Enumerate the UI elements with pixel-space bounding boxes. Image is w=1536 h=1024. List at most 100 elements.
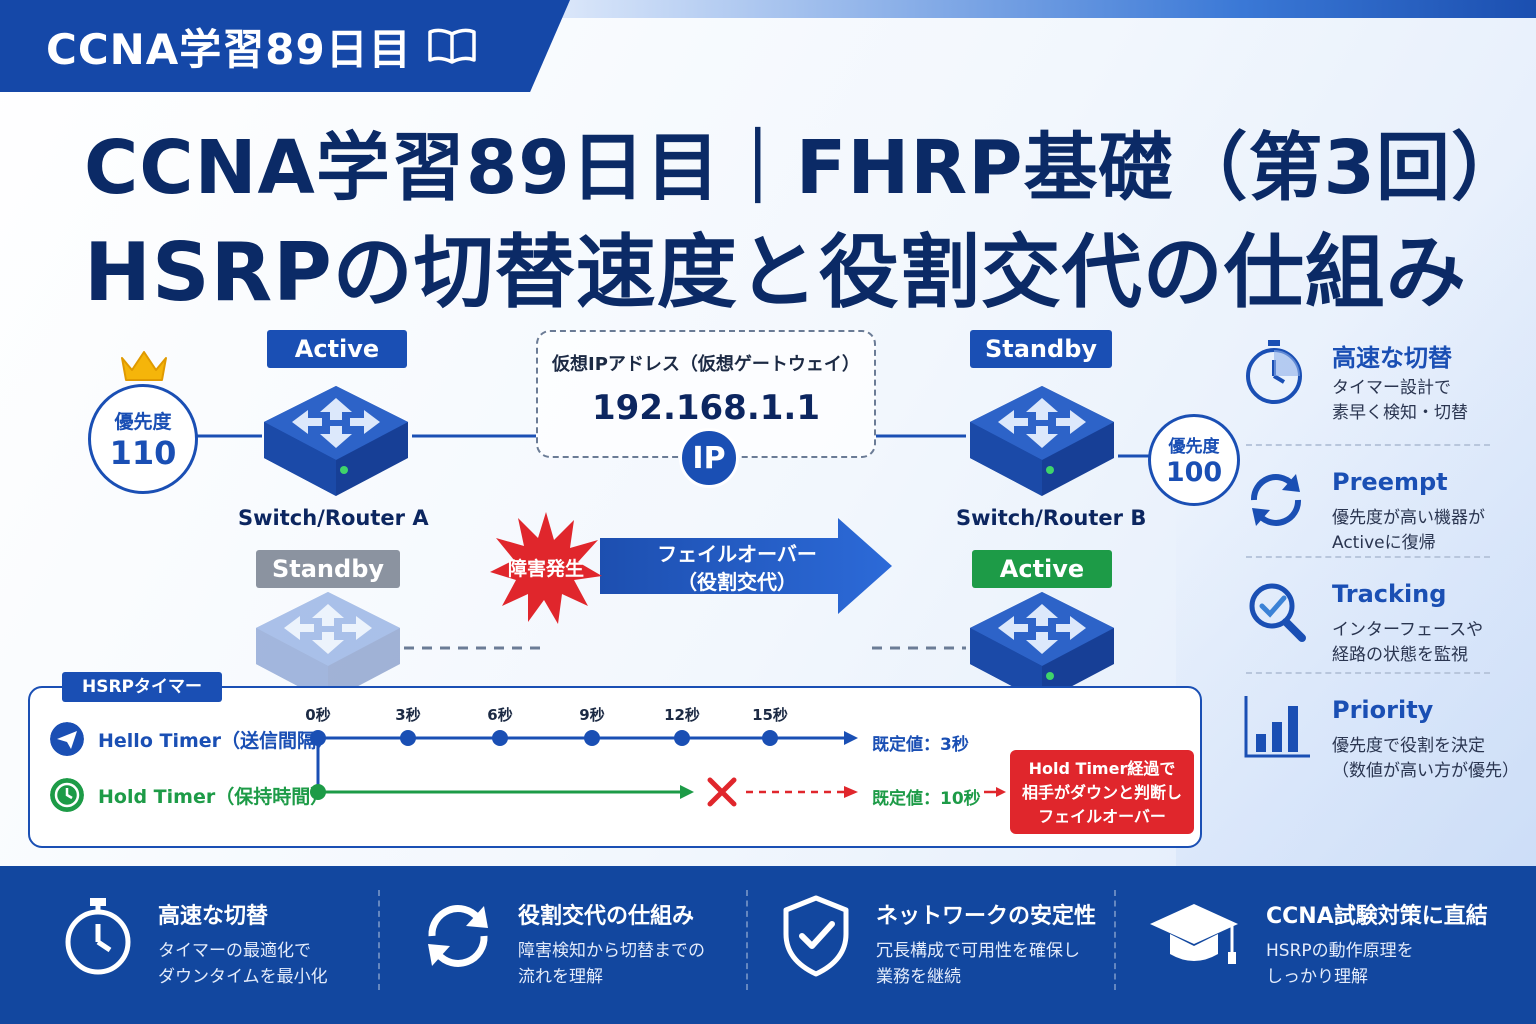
tick-label: 0秒 [305, 706, 331, 724]
feature-priority: Priority 優先度で役割を決定 （数値が高い方が優先） [1240, 692, 1519, 802]
top-accent-band [560, 0, 1536, 18]
clock-icon [50, 778, 84, 812]
footer-desc: 障害検知から切替までの 流れを理解 [518, 938, 705, 990]
failover-text: フェイルオーバー （役割交代） [632, 540, 842, 596]
feature-separator [1246, 556, 1490, 558]
priority-value: 110 [109, 433, 177, 472]
footer-desc-line2: 業務を継続 [876, 967, 961, 987]
page-title-line1: CCNA学習89日目｜FHRP基礎（第3回） [84, 125, 1526, 211]
footer: 高速な切替 タイマーの最適化で ダウンタイムを最小化 役割交代の仕組み 障害検知… [0, 866, 1536, 1024]
tick-label: 9秒 [579, 706, 605, 724]
router-a-label: Switch/Router A [238, 506, 429, 530]
timer-tag: HSRPタイマー [62, 672, 223, 702]
footer-title: 役割交代の仕組み [518, 904, 695, 929]
router-b-icon [962, 378, 1122, 504]
footer-title: CCNA試験対策に直結 [1266, 904, 1488, 929]
feature-desc-line2: 素早く検知・切替 [1332, 403, 1468, 423]
header-tag-text: CCNA学習89日目 [46, 24, 412, 74]
result-line1: Hold Timer経過で [1028, 759, 1176, 778]
footer-separator [1114, 890, 1116, 990]
book-icon [428, 28, 476, 64]
footer-title: ネットワークの安定性 [876, 904, 1097, 929]
hold-timer-label: Hold Timer（保持時間） [98, 786, 330, 808]
hello-timer-label: Hello Timer（送信間隔） [98, 730, 336, 752]
feature-fast-switch: 高速な切替 タイマー設計で 素早く検知・切替 [1240, 334, 1510, 444]
failover-arrow [600, 518, 892, 614]
feature-title: Tracking [1332, 580, 1447, 608]
virtual-ip-address: 192.168.1.1 [591, 388, 820, 428]
feature-title: Preempt [1332, 468, 1448, 496]
priority-value: 100 [1165, 457, 1223, 488]
magnifier-check-icon [1249, 583, 1306, 642]
crown-icon [121, 351, 167, 381]
failure-label: 障害発生 [507, 558, 584, 580]
feature-desc-line2: Activeに復帰 [1332, 533, 1436, 553]
refresh-icon [428, 905, 488, 967]
router-a-after-role-badge: Standby [256, 550, 400, 588]
footer-separator [378, 890, 380, 990]
footer-desc-line2: ダウンタイムを最小化 [158, 967, 328, 987]
feature-desc-line2: （数値が高い方が優先） [1332, 761, 1519, 781]
result-line2: 相手がダウンと判断し [1021, 783, 1182, 802]
hello-default: 既定値：3秒 [872, 735, 969, 755]
router-a-standby-icon [248, 584, 408, 710]
footer-desc-line2: しっかり理解 [1266, 967, 1368, 987]
footer-desc: HSRPの動作原理を しっかり理解 [1266, 938, 1414, 990]
priority-label: 優先度 [1168, 437, 1220, 457]
footer-desc-line1: 冗長構成で可用性を確保し [876, 941, 1080, 961]
feature-desc-line2: 経路の状態を監視 [1332, 645, 1468, 665]
footer-desc-line1: HSRPの動作原理を [1266, 941, 1414, 961]
feature-desc: タイマー設計で 素早く検知・切替 [1332, 376, 1468, 426]
router-b-active-icon [962, 584, 1122, 710]
router-a-priority: 優先度 110 [88, 384, 198, 494]
feature-title: Priority [1332, 696, 1434, 724]
virtual-ip-label: 仮想IPアドレス（仮想ゲートウェイ） [552, 354, 860, 375]
feature-title: 高速な切替 [1332, 344, 1452, 372]
shield-check-icon [783, 895, 849, 977]
router-b-role-badge: Standby [970, 330, 1112, 368]
stopwatch-icon [65, 898, 131, 975]
ip-badge: IP [679, 428, 739, 488]
footer-desc-line1: 障害検知から切替までの [518, 941, 705, 961]
refresh-icon [1251, 474, 1301, 526]
bar-chart-icon [1244, 696, 1310, 758]
feature-separator [1246, 444, 1490, 446]
router-b-label: Switch/Router B [956, 506, 1147, 530]
tick-label: 15秒 [752, 706, 788, 724]
tick-label: 6秒 [487, 706, 513, 724]
failover-line2: （役割交代） [677, 570, 797, 594]
footer-desc-line1: タイマーの最適化で [158, 941, 311, 961]
send-icon [50, 722, 84, 756]
router-b-after-role-badge: Active [972, 550, 1112, 588]
timer-panel [28, 686, 1202, 848]
router-a-role-badge: Active [267, 330, 407, 368]
footer-desc-line2: 流れを理解 [518, 967, 603, 987]
feature-tracking: Tracking インターフェースや 経路の状態を監視 [1240, 576, 1510, 686]
footer-desc: 冗長構成で可用性を確保し 業務を継続 [876, 938, 1080, 990]
feature-desc-line1: インターフェースや [1332, 620, 1484, 640]
hold-default: 既定値：10秒 [872, 789, 981, 809]
feature-preempt: Preempt 優先度が高い機器が Activeに復帰 [1240, 464, 1510, 574]
result-line3: フェイルオーバー [1038, 807, 1166, 826]
tick-label: 12秒 [664, 706, 700, 724]
feature-desc: 優先度が高い機器が Activeに復帰 [1332, 506, 1485, 556]
feature-desc-line1: 優先度で役割を決定 [1332, 736, 1485, 756]
feature-desc-line1: タイマー設計で [1332, 378, 1451, 398]
router-b-priority: 優先度 100 [1148, 414, 1240, 506]
tick-label: 3秒 [395, 706, 421, 724]
priority-label: 優先度 [114, 410, 172, 433]
router-a-icon [256, 378, 416, 504]
header-tag: CCNA学習89日目 [0, 0, 570, 92]
failover-result-box: Hold Timer経過で 相手がダウンと判断し フェイルオーバー [1010, 750, 1194, 834]
footer-desc: タイマーの最適化で ダウンタイムを最小化 [158, 938, 328, 990]
background-accent [1176, 0, 1536, 866]
failure-burst-icon [490, 512, 602, 624]
footer-separator [746, 890, 748, 990]
stopwatch-icon [1246, 340, 1302, 404]
failover-line1: フェイルオーバー [657, 542, 817, 566]
feature-desc-line1: 優先度が高い機器が [1332, 508, 1485, 528]
page-title-line2: HSRPの切替速度と役割交代の仕組み [84, 226, 1467, 319]
feature-separator [1246, 672, 1490, 674]
footer-title: 高速な切替 [158, 904, 269, 929]
feature-desc: インターフェースや 経路の状態を監視 [1332, 618, 1483, 668]
